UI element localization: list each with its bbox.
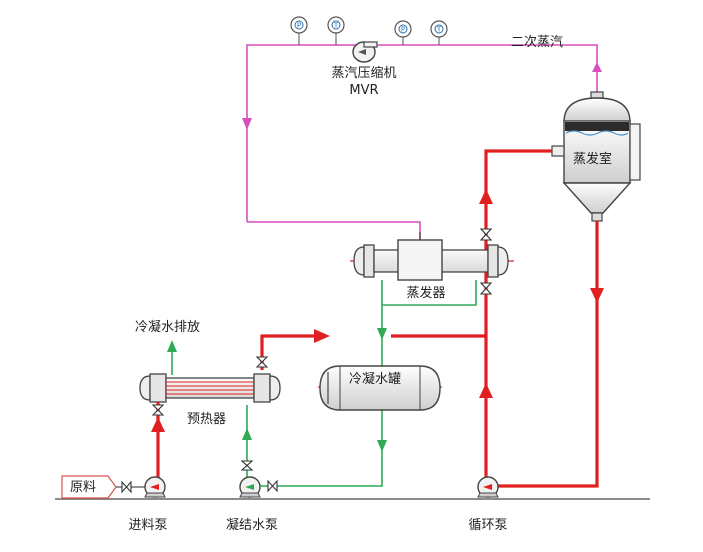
preheater-icon	[139, 373, 281, 403]
circulation-pump-label: 循环泵	[468, 518, 508, 533]
condensate-pump-icon	[239, 476, 261, 498]
gauge-4-label: T	[436, 26, 442, 34]
evaporator-icon	[350, 232, 514, 281]
condensate-tank-icon	[318, 365, 442, 411]
gauge-4: T	[430, 20, 448, 45]
condensate-discharge-label: 冷凝水排放	[135, 320, 201, 335]
compressor-label: 蒸汽压缩机	[331, 66, 397, 81]
compressor-abbr-label: MVR	[349, 83, 379, 98]
secondary-steam-line	[246, 44, 598, 240]
gauge-3-label: P	[401, 26, 405, 34]
steam-arrow-down	[242, 118, 252, 130]
mvr-compressor-icon	[352, 41, 378, 63]
condensate-tank-label: 冷凝水罐	[349, 372, 402, 387]
red-arrow-up-2	[479, 383, 493, 398]
green-arrow-4	[167, 340, 177, 352]
gauge-2: T	[327, 16, 345, 45]
evaporation-chamber-icon	[551, 91, 641, 222]
valve-5	[151, 404, 165, 416]
feed-pump-icon	[144, 476, 166, 498]
valve-1	[479, 228, 493, 241]
condensate-pump-label: 凝结水泵	[225, 518, 279, 533]
red-arrow-down	[590, 288, 604, 303]
gauge-3: P	[394, 20, 412, 45]
gauge-1-label: P	[297, 22, 301, 30]
steam-arrow-up	[592, 62, 602, 72]
feed-arrow-right	[314, 329, 330, 343]
valve-7	[267, 479, 278, 493]
red-arrow-up-1	[479, 189, 493, 204]
valve-6	[121, 480, 132, 494]
feed-line	[260, 334, 486, 370]
feed-arrow-up	[151, 417, 165, 432]
feed-pump-label: 进料泵	[128, 518, 168, 533]
valve-2	[479, 282, 493, 295]
gauge-1: P	[290, 16, 308, 45]
circulation-pump-icon	[477, 476, 499, 498]
valve-3	[255, 356, 269, 368]
raw-material-label: 原料	[70, 480, 97, 495]
evaporator-label: 蒸发器	[406, 286, 446, 301]
green-arrow-2	[377, 440, 387, 452]
green-arrow-1	[377, 328, 387, 340]
preheater-label: 预热器	[187, 412, 227, 427]
gauge-2-label: T	[333, 22, 339, 30]
secondary-steam-label: 二次蒸汽	[511, 35, 564, 50]
evaporation-chamber-label: 蒸发室	[573, 152, 613, 167]
circulation-line	[484, 149, 599, 488]
green-arrow-3	[242, 428, 252, 440]
valve-4	[240, 460, 254, 471]
raw-material-box	[61, 475, 117, 499]
